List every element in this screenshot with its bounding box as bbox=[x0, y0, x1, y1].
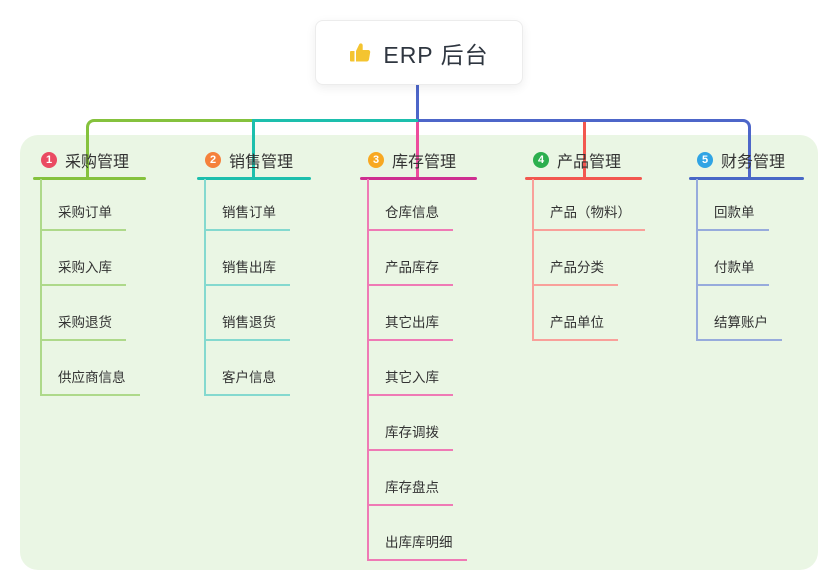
node-supplier-info[interactable]: 供应商信息 bbox=[40, 370, 140, 396]
branch-3-tree-line bbox=[367, 179, 369, 561]
branch-5-underline bbox=[689, 177, 804, 180]
branch-4-badge: 4 bbox=[533, 152, 549, 168]
branch-3-badge: 3 bbox=[368, 152, 384, 168]
branch-1-badge: 1 bbox=[41, 152, 57, 168]
root-node[interactable]: ERP 后台 bbox=[315, 20, 523, 85]
node-product-material[interactable]: 产品（物料） bbox=[532, 205, 645, 231]
connector-branch-4 bbox=[583, 122, 586, 177]
branch-3-header[interactable]: 3 库存管理 bbox=[368, 149, 456, 171]
node-product-unit[interactable]: 产品单位 bbox=[532, 315, 618, 341]
node-sales-return[interactable]: 销售退货 bbox=[204, 315, 290, 341]
branch-4-tree-line bbox=[532, 179, 534, 341]
node-payment-bill[interactable]: 付款单 bbox=[696, 260, 769, 286]
branch-1-underline bbox=[33, 177, 146, 180]
branch-2-header[interactable]: 2 销售管理 bbox=[205, 149, 293, 171]
connector-branch-3 bbox=[416, 122, 419, 177]
node-sales-order[interactable]: 销售订单 bbox=[204, 205, 290, 231]
branch-5-badge: 5 bbox=[697, 152, 713, 168]
node-stock-taking[interactable]: 库存盘点 bbox=[367, 480, 453, 506]
node-purchase-return[interactable]: 采购退货 bbox=[40, 315, 126, 341]
branch-2-underline bbox=[197, 177, 311, 180]
branch-5-header[interactable]: 5 财务管理 bbox=[697, 149, 785, 171]
node-receipt-bill[interactable]: 回款单 bbox=[696, 205, 769, 231]
branch-5-label: 财务管理 bbox=[721, 154, 786, 171]
branch-4-label: 产品管理 bbox=[557, 154, 622, 171]
branch-2-tree-line bbox=[204, 179, 206, 396]
branch-3-underline bbox=[360, 177, 477, 180]
root-connector-line bbox=[416, 83, 419, 122]
node-outbound-detail[interactable]: 出库库明细 bbox=[367, 535, 467, 561]
branch-1-tree-line bbox=[40, 179, 42, 396]
node-settlement-account[interactable]: 结算账户 bbox=[696, 315, 782, 341]
branch-4-underline bbox=[525, 177, 642, 180]
node-customer-info[interactable]: 客户信息 bbox=[204, 370, 290, 396]
branches-background-panel bbox=[20, 135, 818, 570]
node-product-stock[interactable]: 产品库存 bbox=[367, 260, 453, 286]
thumbs-up-icon bbox=[350, 42, 371, 61]
node-other-inbound[interactable]: 其它入库 bbox=[367, 370, 453, 396]
root-node-title: ERP 后台 bbox=[383, 41, 489, 68]
connector-branch-5 bbox=[418, 119, 751, 177]
node-sales-outbound[interactable]: 销售出库 bbox=[204, 260, 290, 286]
branch-2-label: 销售管理 bbox=[229, 154, 294, 171]
node-product-category[interactable]: 产品分类 bbox=[532, 260, 618, 286]
node-purchase-order[interactable]: 采购订单 bbox=[40, 205, 126, 231]
branch-5-tree-line bbox=[696, 179, 698, 341]
node-warehouse-info[interactable]: 仓库信息 bbox=[367, 205, 453, 231]
branch-4-header[interactable]: 4 产品管理 bbox=[533, 149, 621, 171]
branch-3-label: 库存管理 bbox=[392, 154, 457, 171]
node-stock-transfer[interactable]: 库存调拨 bbox=[367, 425, 453, 451]
connector-branch-1 bbox=[86, 119, 254, 177]
branch-1-label: 采购管理 bbox=[65, 154, 130, 171]
branch-1-header[interactable]: 1 采购管理 bbox=[41, 149, 129, 171]
connector-branch-2 bbox=[252, 119, 418, 177]
node-purchase-inbound[interactable]: 采购入库 bbox=[40, 260, 126, 286]
node-other-outbound[interactable]: 其它出库 bbox=[367, 315, 453, 341]
branch-2-badge: 2 bbox=[205, 152, 221, 168]
